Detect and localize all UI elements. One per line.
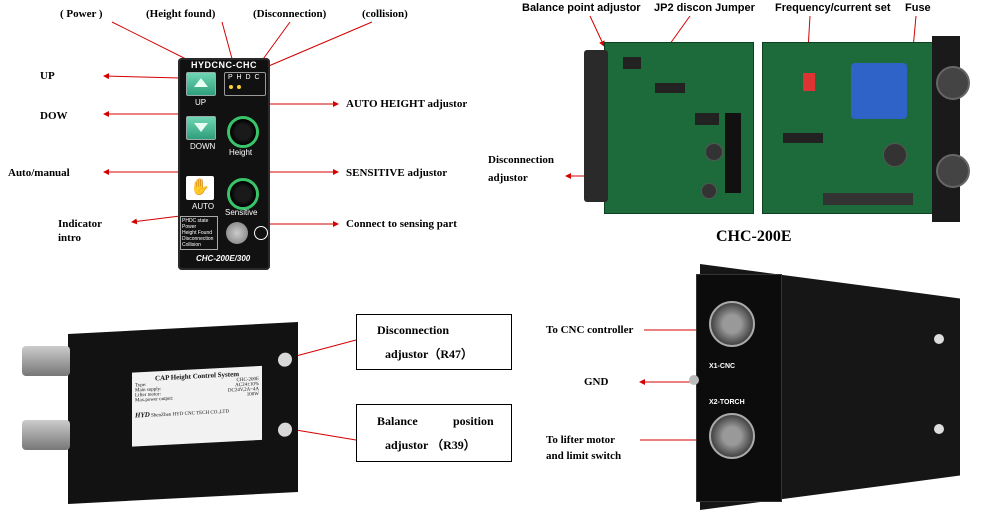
indicator-intro-label: intro [58, 232, 82, 244]
led-indicator-box: P H D C [224, 72, 266, 96]
callout-balance-word1: Balance [377, 414, 418, 428]
frequency-label: Frequency/current set [775, 2, 891, 14]
arrow-up-icon [194, 78, 208, 87]
up-label: UP [40, 70, 55, 82]
label-company: ShenZhen HYD CNC TECH CO.,LTD [151, 409, 230, 419]
pcb-right [762, 42, 934, 214]
sensitive-knob-label: Sensitive [225, 208, 258, 217]
gnd-screw [689, 375, 699, 385]
panel-title: HYDCNC-CHC [191, 60, 257, 70]
arrow-down-icon [194, 123, 208, 132]
collision-label: (collision) [362, 8, 408, 20]
product-name: CHC-200E [716, 228, 792, 245]
to-lifter-label: To lifter motor [546, 434, 616, 446]
disconnection-label: (Disconnection) [253, 8, 327, 20]
auto-manual-label: Auto/manual [8, 167, 70, 179]
label-key: Max.power output: [135, 396, 174, 404]
product-label: CAP Height Control System Type:CHC-200E … [132, 365, 262, 447]
status-item: Height Found [182, 230, 213, 236]
label-value: 100W [246, 392, 259, 398]
gnd-label: GND [584, 376, 609, 388]
down-button-label: DOWN [190, 142, 216, 151]
controller-box-left: CAP Height Control System Type:CHC-200E … [68, 321, 298, 505]
status-title: PHDC state [182, 218, 209, 224]
status-item: Power [182, 224, 197, 230]
power-led-icon [229, 85, 233, 89]
down-label: DOW [40, 110, 68, 122]
callout-disconnection-line2: adjustor（R47） [385, 347, 474, 361]
disconnection-adjustor-label-2: adjustor [488, 172, 528, 184]
led-labels: P H D C [228, 74, 261, 81]
up-button-label: UP [195, 98, 207, 107]
height-led-icon [237, 85, 241, 89]
callout-balance: Balance position adjustor （R39） [356, 404, 512, 462]
pcb-left [604, 42, 754, 214]
sensor-connector [226, 222, 248, 244]
fuse-label: Fuse [905, 2, 931, 14]
callout-balance-line2: adjustor （R39） [385, 438, 476, 452]
auto-button-label: AUTO [192, 202, 215, 211]
ground-icon [254, 226, 268, 240]
label-brand: HYD [135, 410, 150, 420]
callout-disconnection-line1: Disconnection [377, 323, 449, 337]
up-button[interactable] [186, 72, 216, 96]
power-label: ( Power ) [60, 8, 103, 20]
sensitive-knob[interactable] [227, 178, 259, 210]
down-button[interactable] [186, 116, 216, 140]
connector-left-upper [22, 346, 70, 376]
indicator-label: Indicator [58, 218, 102, 230]
balance-label: Balance point adjustor [522, 2, 641, 14]
pcb-left-connectors [584, 50, 608, 202]
status-legend: PHDC state Power Height Found Disconnect… [180, 216, 218, 250]
pcb-right-connectors [932, 36, 970, 222]
hand-icon[interactable]: ✋ [186, 176, 214, 200]
x1-cnc-socket [709, 301, 755, 347]
transformer [851, 63, 907, 119]
x2-torch-socket [709, 413, 755, 459]
x1-label: X1-CNC [709, 363, 736, 370]
connector-left-lower [22, 420, 70, 450]
auto-height-label: AUTO HEIGHT adjustor [346, 98, 468, 110]
connector-plate: X1-CNC X2-TORCH [689, 274, 782, 502]
height-knob[interactable] [227, 116, 259, 148]
jp2-label: JP2 discon Jumper [654, 2, 755, 14]
callout-disconnection: Disconnection adjustor（R47） [356, 314, 512, 370]
height-found-label: (Height found) [146, 8, 216, 20]
disconnection-adjustor-label: Disconnection [488, 154, 554, 166]
panel-model: CHC-200E/300 [196, 254, 251, 263]
status-item: Disconnection [182, 236, 214, 242]
disconnection-adjustor-screw [278, 352, 292, 368]
to-cnc-label: To CNC controller [546, 324, 634, 336]
to-lifter-label-2: and limit switch [546, 450, 622, 462]
sensitive-label: SENSITIVE adjustor [346, 167, 448, 179]
height-knob-label: Height [229, 148, 253, 157]
x2-label: X2-TORCH [709, 399, 745, 406]
status-item: Collision [182, 242, 201, 248]
callout-balance-word2: position [453, 414, 494, 428]
connect-label: Connect to sensing part [346, 218, 457, 230]
front-panel: HYDCNC-CHC P H D C UP DOWN Height ✋ AUTO… [178, 58, 270, 270]
balance-adjustor-screw [278, 422, 292, 438]
